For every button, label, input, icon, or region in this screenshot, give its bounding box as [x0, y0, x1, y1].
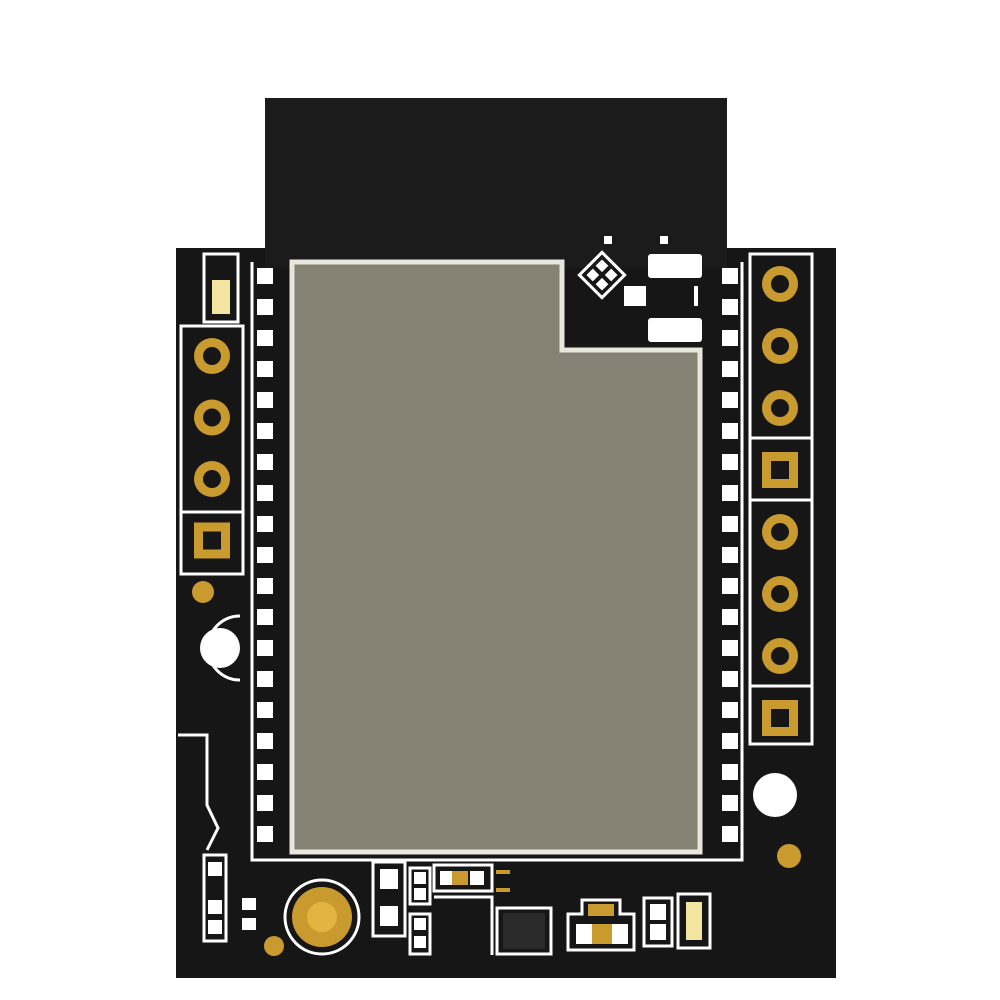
- castellated-pad: [257, 516, 273, 532]
- castellated-pad: [722, 268, 738, 284]
- castellated-pad: [257, 454, 273, 470]
- fiducial-left: [192, 581, 214, 603]
- silkscreen-trace: [178, 733, 220, 851]
- fiducial-right: [777, 844, 801, 868]
- bottom-left-components: [202, 853, 256, 943]
- castellated-pad: [722, 392, 738, 408]
- fiducial-bottom: [264, 936, 284, 956]
- header-pin-hole: [203, 408, 221, 427]
- castellated-pad: [257, 361, 273, 377]
- castellated-pad: [257, 547, 273, 563]
- castellated-pad: [722, 764, 738, 780]
- header-pin-hole: [771, 337, 789, 355]
- castellated-pad: [722, 795, 738, 811]
- castellated-pad: [257, 640, 273, 656]
- castellated-pad: [722, 547, 738, 563]
- castellated-pad: [257, 299, 273, 315]
- header-pin-hole: [771, 585, 789, 603]
- castellated-pad: [722, 578, 738, 594]
- ic-chip: [495, 906, 553, 956]
- castellated-pads-right: [722, 268, 738, 842]
- castellated-pad: [257, 423, 273, 439]
- left-header-outline: [179, 324, 245, 576]
- castellated-pad: [722, 361, 738, 377]
- castellated-pad: [257, 826, 273, 842]
- castellated-pad: [257, 795, 273, 811]
- mounting-hole-right: [753, 773, 797, 817]
- castellated-pad: [722, 454, 738, 470]
- passive-components: [371, 860, 510, 956]
- header-pin-hole: [771, 647, 789, 665]
- header-pin-hole: [771, 523, 789, 541]
- castellated-pad: [722, 299, 738, 315]
- led-left: [202, 252, 240, 324]
- left-header-pins: [194, 338, 230, 559]
- castellated-pad: [257, 764, 273, 780]
- header-pin-hole: [771, 461, 789, 479]
- castellated-pad: [722, 702, 738, 718]
- castellated-pad: [257, 392, 273, 408]
- castellated-pad: [257, 485, 273, 501]
- module-outline: [250, 262, 744, 862]
- castellated-pad: [722, 671, 738, 687]
- rf-shield: [289, 259, 703, 855]
- header-pin-hole: [771, 709, 789, 727]
- castellated-pad: [722, 609, 738, 625]
- castellated-pad: [257, 578, 273, 594]
- castellated-pad: [722, 733, 738, 749]
- mounting-hole-left: [200, 628, 240, 668]
- castellated-pad: [257, 268, 273, 284]
- castellated-pad: [722, 330, 738, 346]
- castellated-pad: [257, 330, 273, 346]
- bottom-mounting-ring: [283, 878, 361, 956]
- castellated-pad: [722, 423, 738, 439]
- castellated-pad: [722, 640, 738, 656]
- castellated-pads-left: [257, 268, 273, 842]
- bottom-right-components: [566, 892, 712, 952]
- castellated-pad: [722, 485, 738, 501]
- castellated-pad: [257, 609, 273, 625]
- castellated-pad: [257, 671, 273, 687]
- right-header-pins: [762, 266, 798, 736]
- header-pin-hole: [203, 531, 221, 550]
- header-pin-hole: [203, 470, 221, 488]
- header-pin-hole: [771, 275, 789, 293]
- castellated-pad: [257, 733, 273, 749]
- castellated-pad: [722, 516, 738, 532]
- header-pin-hole: [771, 399, 789, 417]
- bottom-gold-hole: [307, 902, 337, 932]
- antenna-area: [265, 98, 727, 268]
- castellated-pad: [257, 702, 273, 718]
- header-pin-hole: [203, 347, 221, 365]
- castellated-pad: [722, 826, 738, 842]
